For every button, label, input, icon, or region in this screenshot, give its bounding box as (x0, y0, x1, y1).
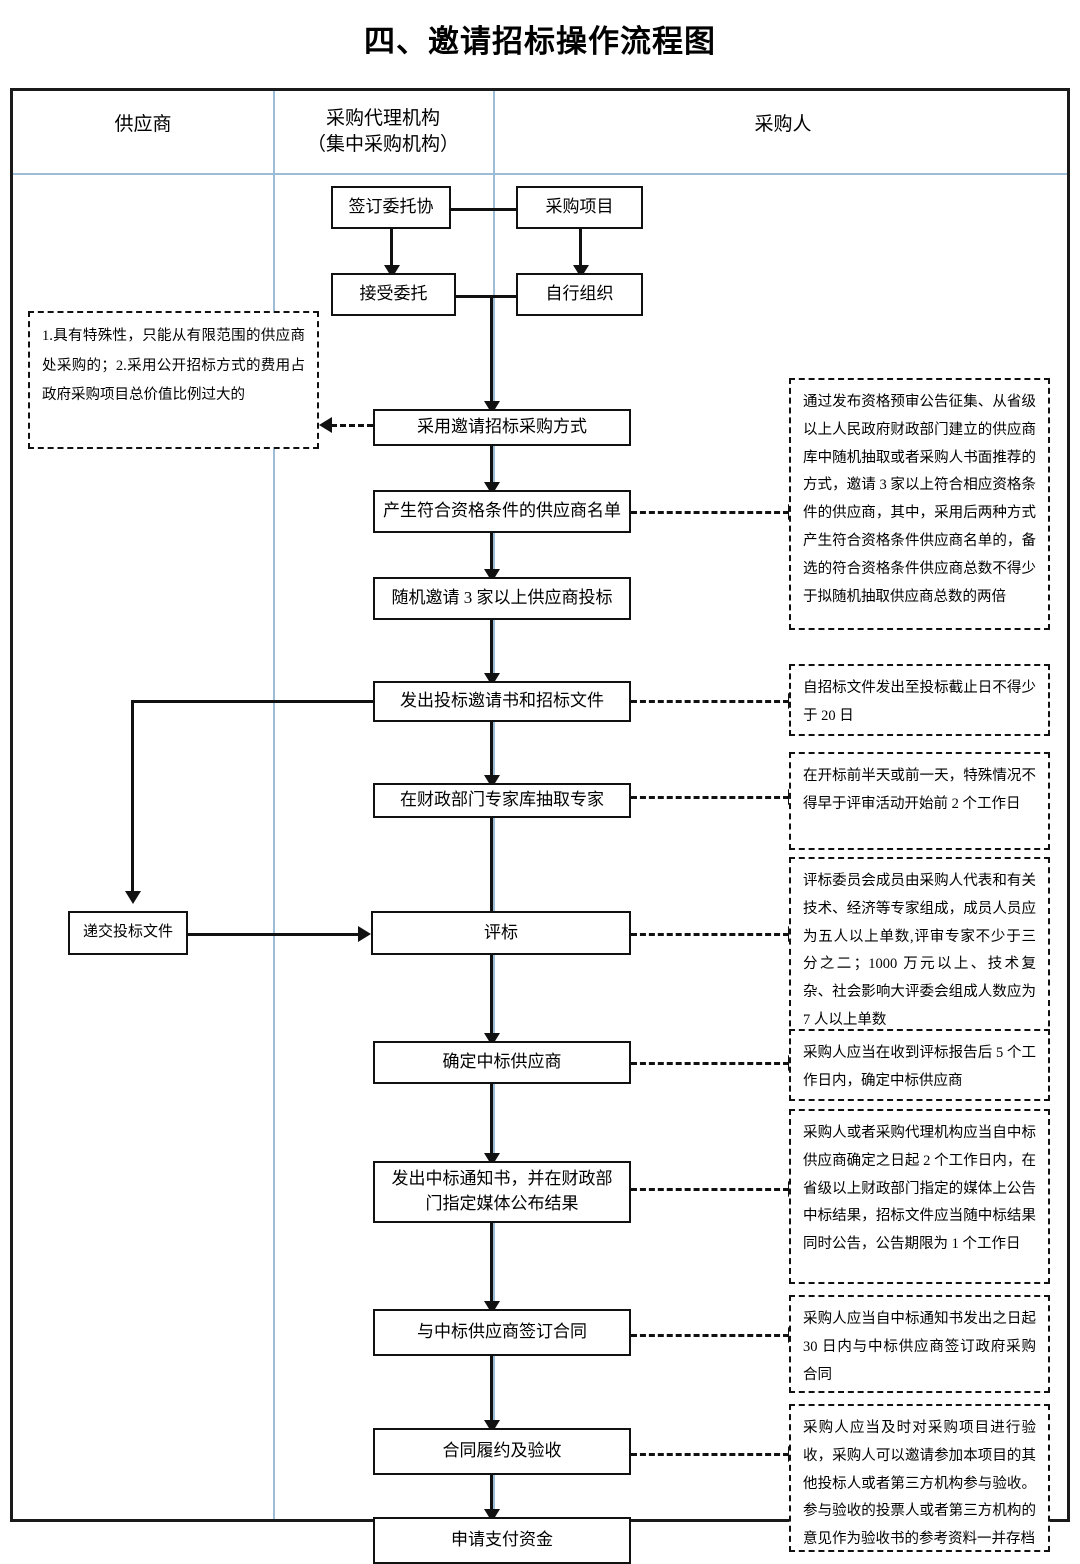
node-apply-payment[interactable]: 申请支付资金 (373, 1517, 631, 1564)
note-evaluation-committee: 评标委员会成员由采购人代表和有关技术、经济等专家组成，成员人员应为五人以上单数,… (789, 857, 1050, 1057)
page-title: 四、邀请招标操作流程图 (364, 24, 716, 59)
connector-notice-to-contract (490, 1223, 493, 1309)
arrowhead-issue-to-submit (125, 891, 141, 904)
lane-header-supplier-label: 供应商 (114, 114, 172, 136)
node-self-organize[interactable]: 自行组织 (516, 273, 643, 316)
connector-invite-to-issue (490, 620, 493, 681)
connector-expert-to-evaluation (490, 818, 493, 926)
note-sign-contract-deadline: 采购人应当自中标通知书发出之日起 30 日内与中标供应商签订政府采购合同 (789, 1295, 1050, 1393)
note-supplier-list-generation: 通过发布资格预审公告征集、从省级以上人民政府财政部门建立的供应商库中随机抽取或者… (789, 378, 1050, 630)
node-bid-evaluation[interactable]: 评标 (371, 911, 631, 955)
connector-project-to-self (579, 229, 582, 273)
lane-divider-supplier-agency (273, 91, 275, 1519)
connector-issue-to-submit-h (131, 700, 373, 703)
note-bid-deadline: 自招标文件发出至投标截止日不得少于 20 日 (789, 664, 1050, 736)
node-sign-contract[interactable]: 与中标供应商签订合同 (373, 1309, 631, 1356)
lane-header-agency: 采购代理机构 （集中采购机构） (273, 91, 493, 173)
connector-submit-to-evaluation (188, 933, 368, 936)
connector-method-to-list (490, 446, 493, 490)
node-draw-experts[interactable]: 在财政部门专家库抽取专家 (373, 783, 631, 818)
connector-notice-to-note (631, 1188, 789, 1191)
node-accept-entrust[interactable]: 接受委托 (331, 273, 456, 316)
lane-header-agency-label: 采购代理机构 (325, 108, 440, 130)
lane-header-supplier: 供应商 (13, 91, 273, 173)
note-invited-bidding-conditions: 1.具有特殊性，只能从有限范围的供应商处采购的；2.采用公开招标方式的费用占政府… (28, 311, 319, 449)
connector-list-to-invite (490, 533, 493, 577)
arrowhead-submit-to-evaluation (358, 926, 371, 942)
note-announce-result: 采购人或者采购代理机构应当自中标供应商确定之日起 2 个工作日内，在省级以上财政… (789, 1109, 1050, 1284)
connector-list-to-note (631, 511, 789, 514)
node-issue-invitation-docs[interactable]: 发出投标邀请书和招标文件 (373, 681, 631, 722)
lane-header-agency-sublabel: （集中采购机构） (306, 134, 459, 155)
connector-performance-to-note (631, 1453, 789, 1456)
node-sign-entrust[interactable]: 签订委托协 (331, 186, 451, 229)
note-acceptance-procedure: 采购人应当及时对采购项目进行验收，采购人可以邀请参加本项目的其他投标人或者第三方… (789, 1404, 1050, 1552)
connector-issue-to-note (631, 700, 789, 703)
node-submit-bid-docs[interactable]: 递交投标文件 (68, 911, 188, 955)
connector-expert-to-note (631, 796, 789, 799)
note-determine-winner-deadline: 采购人应当在收到评标报告后 5 个工作日内，确定中标供应商 (789, 1029, 1050, 1101)
flowchart-frame: 供应商 采购代理机构 （集中采购机构） 采购人 (10, 88, 1073, 1564)
connector-determine-to-note (631, 1062, 789, 1065)
lane-header-divider (13, 173, 1067, 175)
connector-determine-to-notice (490, 1084, 493, 1161)
node-issue-win-notice[interactable]: 发出中标通知书，并在财政部门指定媒体公布结果 (373, 1161, 631, 1223)
arrowhead-method-to-condition-note (319, 417, 332, 433)
connector-contract-to-performance (490, 1356, 493, 1428)
connector-issue-to-expert (490, 722, 493, 783)
lane-header-buyer-label: 采购人 (754, 114, 812, 136)
node-determine-winner[interactable]: 确定中标供应商 (373, 1041, 631, 1084)
connector-evaluation-to-determine (490, 955, 493, 1041)
node-contract-performance[interactable]: 合同履约及验收 (373, 1428, 631, 1475)
node-generate-supplier-list[interactable]: 产生符合资格条件的供应商名单 (373, 490, 631, 533)
node-use-invited-bidding[interactable]: 采用邀请招标采购方式 (373, 409, 631, 446)
connector-contract-to-note (631, 1334, 789, 1337)
lane-header-buyer: 采购人 (493, 91, 1073, 173)
note-expert-draw-timing: 在开标前半天或前一天，特殊情况不得早于评审活动开始前 2 个工作日 (789, 752, 1050, 850)
node-invite-three-suppliers[interactable]: 随机邀请 3 家以上供应商投标 (373, 577, 631, 620)
connector-evaluation-to-note (631, 933, 789, 936)
connector-sign-to-accept (390, 229, 393, 273)
connector-join-down (490, 295, 493, 409)
node-purchase-project[interactable]: 采购项目 (516, 186, 643, 229)
connector-performance-to-payment (490, 1475, 493, 1517)
connector-issue-to-submit-v (131, 700, 134, 900)
connector-method-to-condition-note (331, 424, 373, 427)
